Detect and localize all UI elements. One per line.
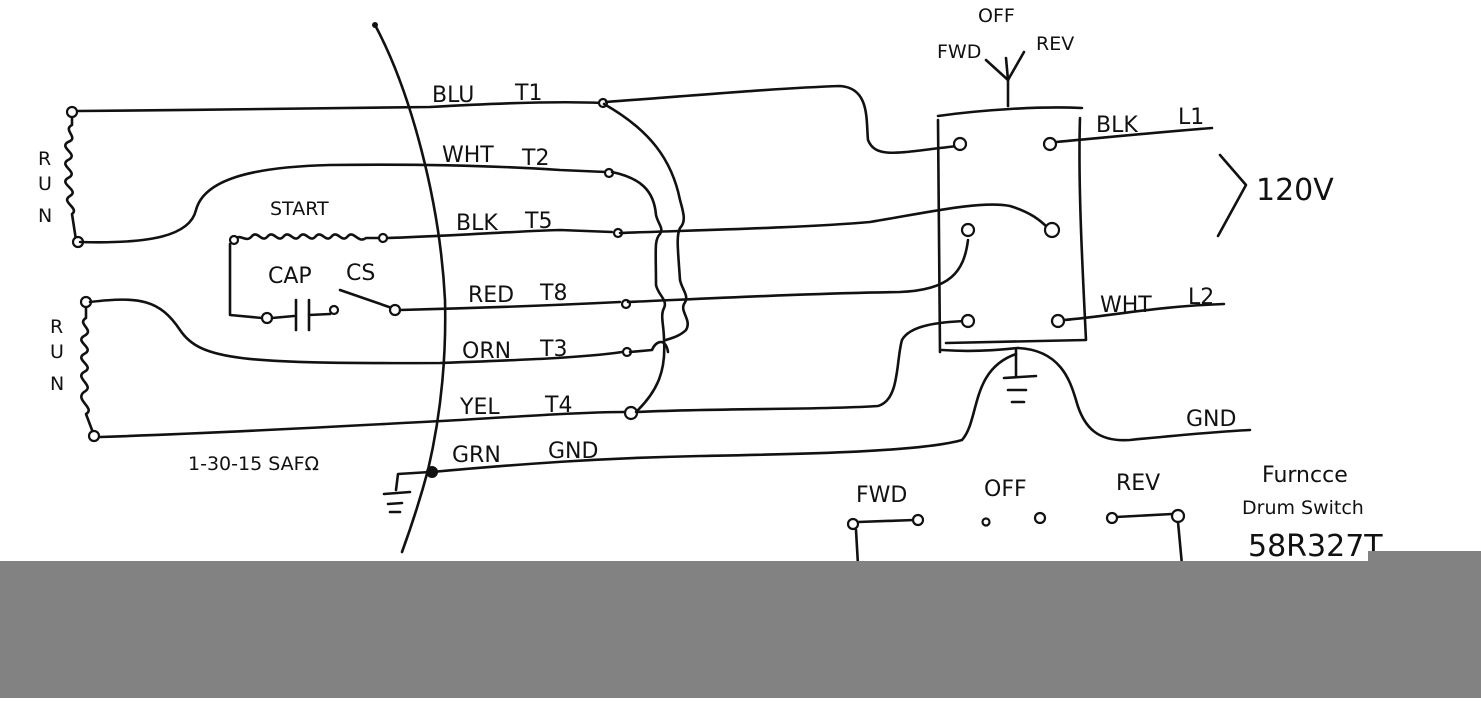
run-winding-1-label-u: U <box>38 173 52 195</box>
capacitor <box>228 242 340 332</box>
run-winding-2 <box>79 295 101 443</box>
wire-yel-t4 <box>98 410 628 439</box>
diagram-title-line-1: Furncce <box>1262 463 1348 488</box>
supply-l1-label: L1 <box>1178 105 1204 130</box>
jumper-t1-t8 <box>602 102 689 342</box>
wire-t8-to-switch <box>626 238 970 304</box>
jumper-t3-hop <box>628 340 670 354</box>
lead-terminal-gnd: GND <box>548 439 598 464</box>
wire-blk-t5 <box>386 228 614 240</box>
redaction-bar <box>0 561 1481 698</box>
wire-t4-to-switch <box>634 319 968 414</box>
capacitor-label: CAP <box>268 264 312 289</box>
wire-t5-to-switch <box>618 203 1050 235</box>
centrifugal-switch-label: CS <box>346 261 375 286</box>
lead-color-orn: ORN <box>462 339 511 364</box>
ground-junction-dot <box>426 466 438 478</box>
lead-terminal-t8: T8 <box>539 281 567 306</box>
wire-l1 <box>1054 126 1214 144</box>
switch-terminal-3 <box>960 222 976 238</box>
switch-terminal-2 <box>1042 136 1058 152</box>
lead-color-blu: BLU <box>432 83 474 108</box>
lead-terminal-t4: T4 <box>544 393 572 418</box>
supply-l1-color: BLK <box>1096 113 1138 138</box>
switch-lever-icon <box>984 50 1026 108</box>
lead-terminal-t3: T3 <box>539 337 567 362</box>
position-legend: FWD OFF REV <box>846 471 1186 567</box>
start-winding-label: START <box>270 198 329 220</box>
switch-terminal-6 <box>1050 313 1066 329</box>
lead-terminal-t1: T1 <box>514 81 542 106</box>
lead-color-red: RED <box>468 283 514 308</box>
supply-l2-color: WHT <box>1100 293 1152 318</box>
run-winding-2-label-n: N <box>50 373 64 395</box>
run-winding-2-label-u: U <box>50 341 64 363</box>
centrifugal-switch <box>338 288 402 317</box>
wire-wht-t2 <box>78 163 608 244</box>
wire-blu-t1 <box>76 100 604 113</box>
lever-label-rev: REV <box>1036 33 1074 55</box>
run-winding-1 <box>64 105 85 249</box>
lead-labels: BLU T1 WHT T2 BLK T5 RED T8 ORN T3 YEL T… <box>432 81 598 468</box>
lead-terminal-t5: T5 <box>524 209 552 234</box>
wire-t1-to-switch <box>604 84 960 155</box>
lead-color-yel: YEL <box>459 395 500 420</box>
lever-label-off: OFF <box>978 5 1015 27</box>
wire-switch-ground <box>1016 346 1252 442</box>
run-winding-1-label-n: N <box>38 205 52 227</box>
wire-orn-t3 <box>88 298 624 365</box>
legend-rev-label: REV <box>1116 471 1160 496</box>
legend-fwd-label: FWD <box>856 483 907 508</box>
switch-terminal-1 <box>952 136 968 152</box>
diagram-title-line-2: Drum Switch <box>1242 497 1364 519</box>
supply-ground-label: GND <box>1186 407 1236 432</box>
lead-color-wht: WHT <box>442 143 494 168</box>
run-winding-1-label-r: R <box>38 148 51 170</box>
wire-red-t8 <box>398 300 622 312</box>
terminal-posts <box>597 97 639 421</box>
lead-color-blk: BLK <box>456 211 498 236</box>
supply-l2-label: L2 <box>1188 285 1214 310</box>
lead-color-grn: GRN <box>452 443 501 468</box>
switch-terminal-5 <box>960 313 976 329</box>
supply-voltage: 120V <box>1256 173 1334 208</box>
wire-l2 <box>1062 302 1226 322</box>
drum-switch <box>936 106 1088 354</box>
jumper-t2-t4 <box>610 170 667 412</box>
motor-housing-boundary <box>373 23 447 554</box>
redaction-bar-step <box>1368 551 1481 563</box>
diagram-title-line-3: 58R327T <box>1248 529 1383 564</box>
lead-terminal-t2: T2 <box>521 146 549 171</box>
start-winding <box>228 232 389 246</box>
wire-grn-gnd <box>430 352 1018 474</box>
voltage-bracket-icon <box>1216 153 1248 238</box>
ground-icon-switch <box>1002 348 1038 404</box>
legend-off-label: OFF <box>984 477 1027 502</box>
housing-top-dot <box>372 22 378 28</box>
lever-label-fwd: FWD <box>937 41 981 63</box>
run-winding-2-label-r: R <box>50 316 63 338</box>
ground-icon-motor <box>382 470 432 514</box>
switch-terminal-4 <box>1043 221 1061 239</box>
date-note: 1-30-15 SAFΩ <box>188 453 319 475</box>
